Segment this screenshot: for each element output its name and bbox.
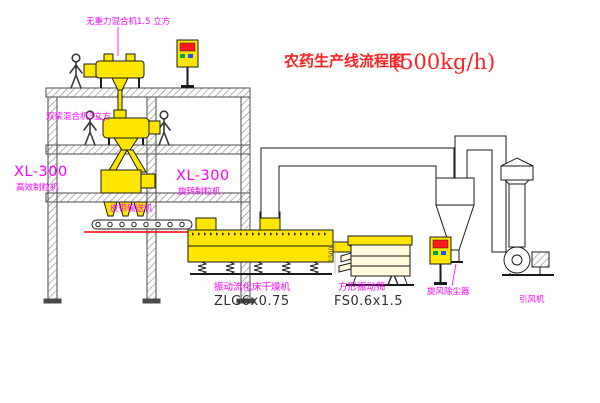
control-cabinet-top <box>176 39 199 89</box>
label-granulator-left-model: XL-300 <box>14 164 68 180</box>
exhaust-duct <box>260 147 455 219</box>
label-granulator-mid-name: 旋转制粒机 <box>178 186 221 197</box>
label-paddle-mixer: 双桨混合机3立方 <box>46 111 111 122</box>
exhaust-stack <box>500 157 534 248</box>
dryer-feed-hood <box>195 217 217 231</box>
stack-weather-cap <box>500 165 534 181</box>
drawing-title-capacity: (500kg/h) <box>392 50 495 74</box>
leader-lines <box>95 27 457 287</box>
mixer-motor-icon <box>83 63 97 78</box>
y-chute-right <box>126 149 147 173</box>
label-cyclone: 旋风除尘器 <box>427 286 470 297</box>
granulator-motor-icon <box>140 173 156 189</box>
control-cabinet-ground <box>429 236 452 286</box>
screen-spout-upper <box>340 252 352 263</box>
belt-conveyor <box>84 219 193 233</box>
gravity-mixer <box>83 53 145 111</box>
building-frame <box>43 87 255 304</box>
granulator <box>100 169 156 217</box>
label-screen-name: 方形振动筛 <box>338 281 386 293</box>
label-fan: 引风机 <box>519 294 545 305</box>
label-belt-conveyor: 皮带输送机 <box>110 203 153 214</box>
fan-motor-icon <box>531 251 550 268</box>
dimension-text: 1500 <box>328 247 335 262</box>
worker-top-floor <box>69 53 83 89</box>
paddle-mixer <box>102 109 161 173</box>
label-granulator-mid-model: XL-300 <box>176 168 230 184</box>
label-granulator-left-name: 高效制粒机 <box>16 182 59 193</box>
cyclone-separator <box>435 177 475 263</box>
draft-fan <box>502 246 554 276</box>
mixer2-motor-icon <box>148 120 161 135</box>
label-screen-model: FS0.6x1.5 <box>334 294 403 309</box>
vibrating-screen <box>338 235 414 286</box>
label-dryer-model: ZLG6x0.75 <box>214 294 290 309</box>
cyclone-outlet-pipe <box>454 135 507 253</box>
label-gravity-mixer: 无重力混合机1.5 立方 <box>86 16 170 27</box>
drawing-title: 农药生产线流程图 <box>283 52 404 70</box>
label-dryer-name: 振动流化床干燥机 <box>214 281 291 293</box>
screen-spout-lower <box>338 262 352 273</box>
fluid-bed-dryer <box>187 211 354 275</box>
